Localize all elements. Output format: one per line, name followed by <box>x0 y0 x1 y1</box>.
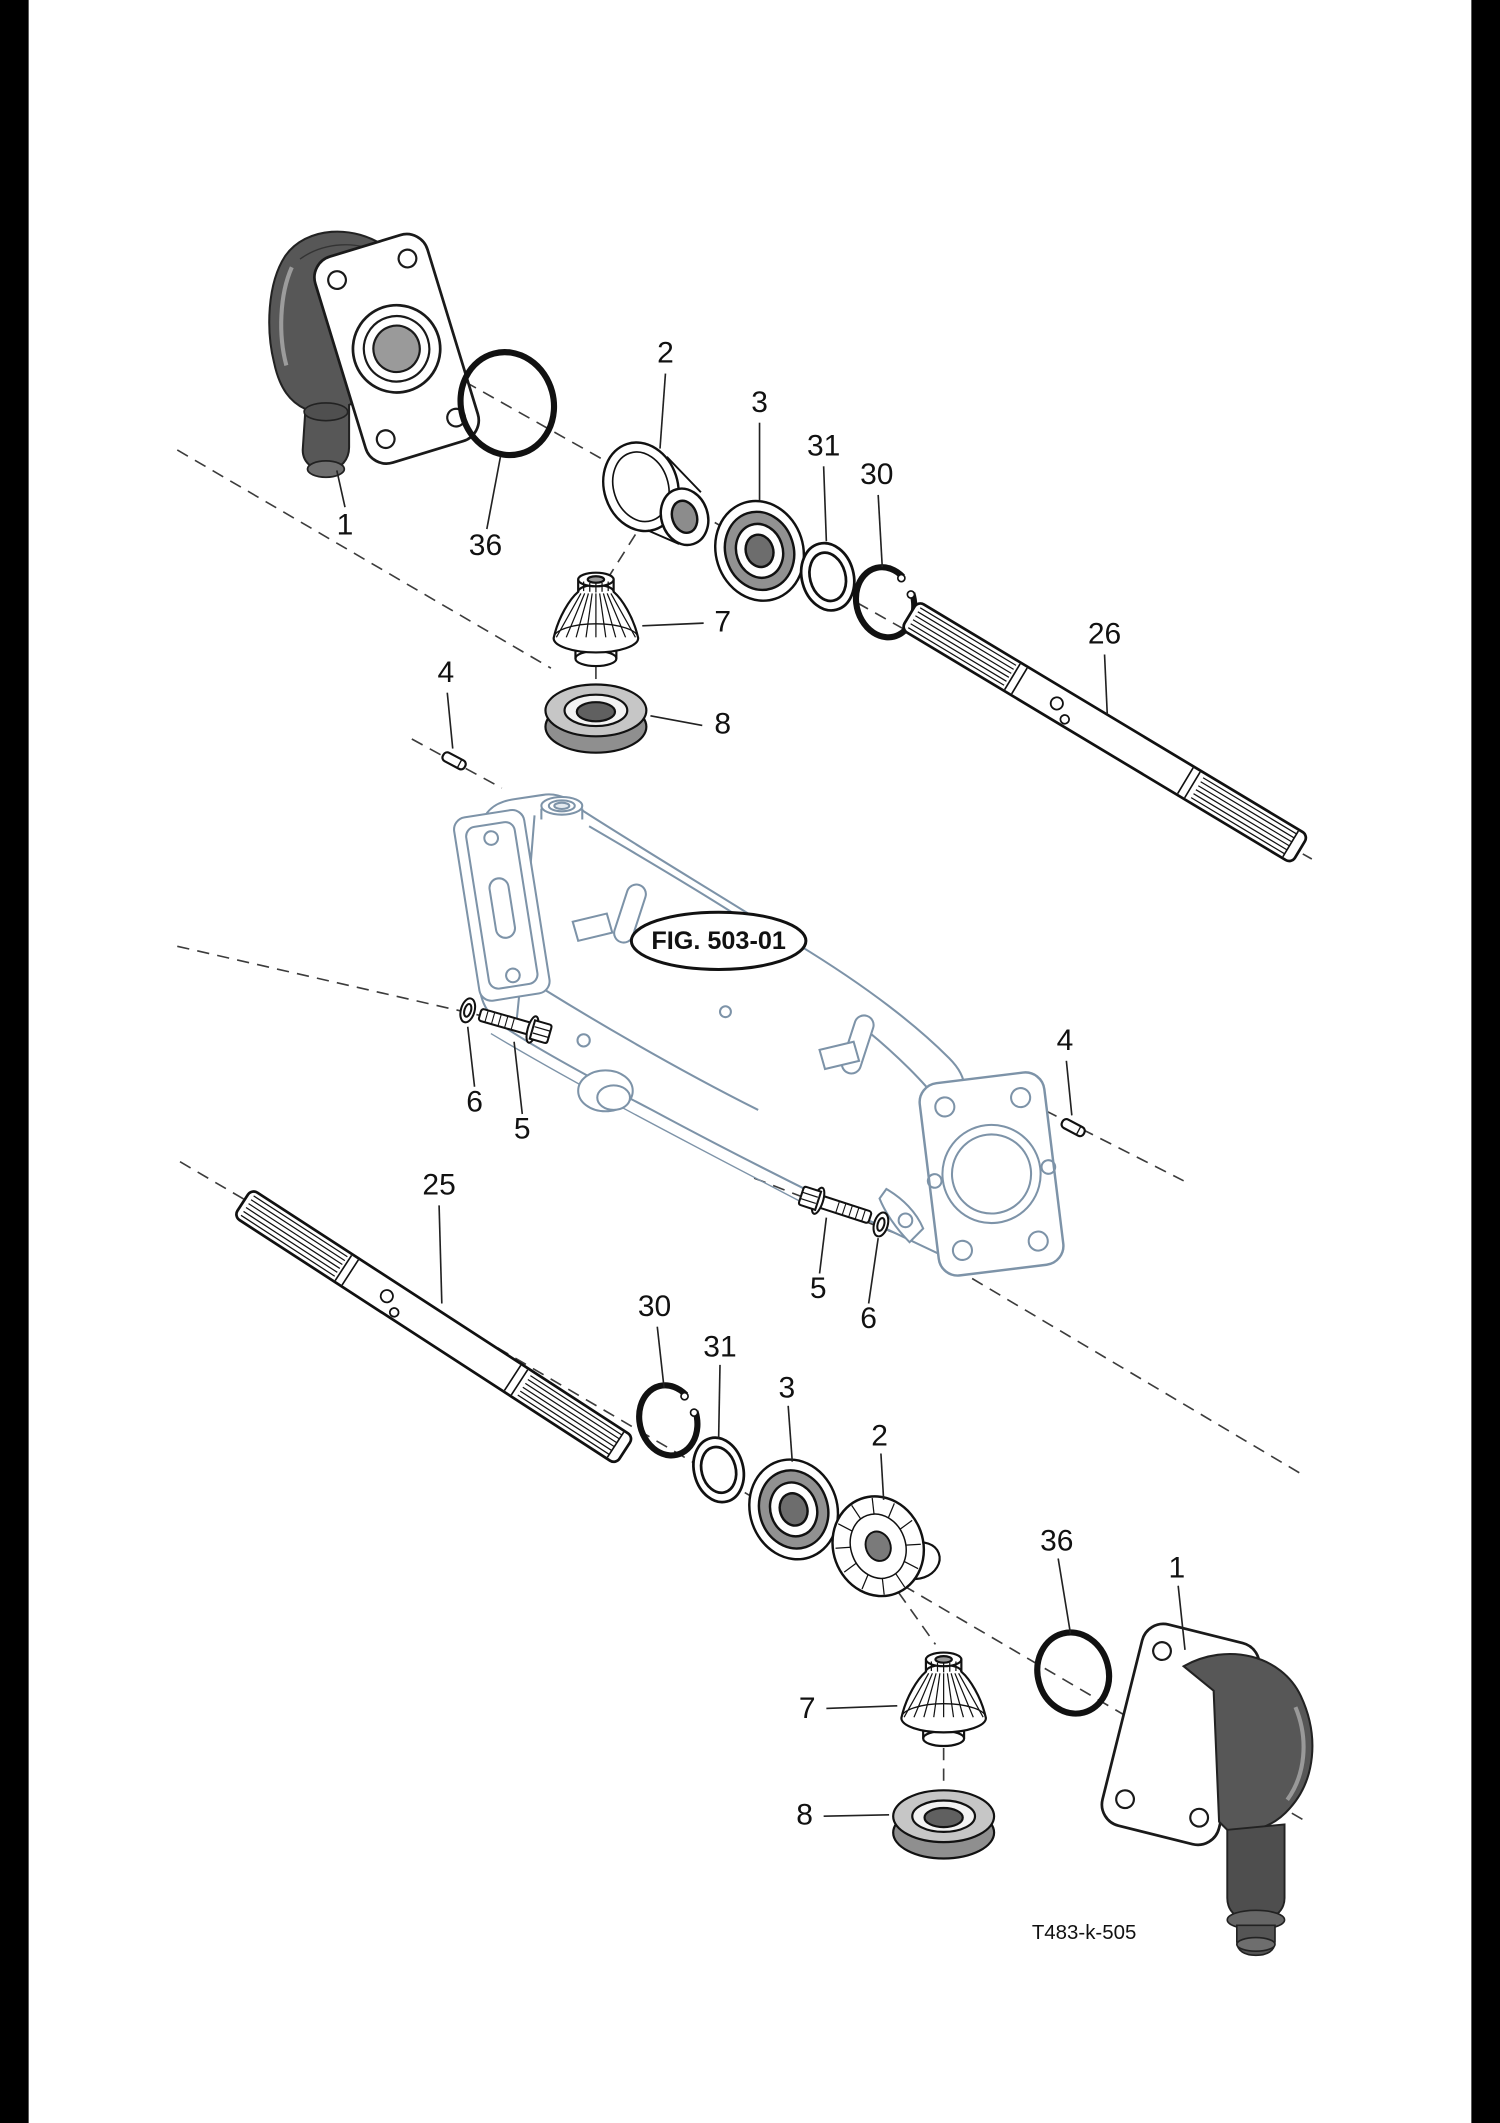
construction-line <box>954 1267 1305 1477</box>
part-dowel-pin-top <box>439 749 469 772</box>
callout-washer31-bottom: 31 <box>703 1331 736 1364</box>
housing-right-flange <box>918 1071 1065 1277</box>
callout-bevel-gear-bottom: 7 <box>799 1692 816 1725</box>
housing-bolt-hole <box>576 1033 591 1048</box>
leader-line <box>513 1041 524 1115</box>
leader-lines <box>336 373 1186 1818</box>
callout-axle-shaft-right: 26 <box>1088 618 1121 651</box>
callout-cover-top: 1 <box>337 509 354 542</box>
callout-axle-shaft-left: 25 <box>422 1168 455 1201</box>
leader-line <box>823 1814 890 1818</box>
construction-line <box>177 945 584 1040</box>
callout-gear-bearing-bottom: 8 <box>796 1798 813 1831</box>
part-snap-ring-bottom <box>636 1382 701 1459</box>
leader-line <box>486 456 502 530</box>
callout-oring-bottom: 36 <box>1040 1524 1073 1557</box>
construction-line <box>897 1592 937 1645</box>
leader-line <box>1057 1558 1072 1634</box>
part-gear-bearing-bottom <box>892 1789 996 1860</box>
drain-plug-face <box>596 1084 632 1111</box>
part-dowel-pin-right <box>1059 1116 1088 1139</box>
callout-collar-top: 2 <box>657 337 674 370</box>
part-washer31-top <box>799 541 856 612</box>
leader-line <box>1065 1060 1073 1116</box>
callout-snap-ring-top: 30 <box>860 458 893 491</box>
leader-line <box>880 1453 885 1500</box>
construction-line <box>176 449 552 669</box>
callout-dowel-pin-right: 4 <box>1057 1024 1074 1057</box>
callout-oring-top: 36 <box>469 529 502 562</box>
page-border-right <box>1471 0 1500 2123</box>
part-washer31-bottom <box>692 1436 746 1504</box>
leader-line <box>650 715 703 727</box>
part-axle-shaft-left <box>232 1187 635 1466</box>
outlet-end <box>306 459 346 479</box>
callout-bolt-bottom: 5 <box>810 1272 827 1305</box>
housing-rib <box>490 1032 819 1212</box>
callout-side-gear-bottom: 2 <box>871 1419 888 1452</box>
drawing-code: T483-k-505 <box>1032 1921 1137 1944</box>
callout-bolt-left: 5 <box>514 1113 531 1146</box>
part-oring-bottom <box>1034 1629 1113 1717</box>
leader-line <box>466 1026 476 1087</box>
cover-flange <box>313 232 481 465</box>
page-border-left <box>0 0 29 2123</box>
callout-dowel-pin-top: 4 <box>438 656 455 689</box>
leader-line <box>438 1205 443 1304</box>
leader-line <box>877 494 884 568</box>
leader-line <box>336 470 346 508</box>
part-elbow-cover-top <box>268 230 481 479</box>
casting-highlight <box>279 266 294 366</box>
callout-gear-bearing-top: 8 <box>714 708 731 741</box>
construction-line <box>179 1161 1307 1823</box>
part-oring-top <box>457 349 558 459</box>
callout-washer-left: 6 <box>466 1085 483 1118</box>
leader-line <box>656 1326 665 1389</box>
figure-title: FIG. 503-01 <box>651 927 786 955</box>
leader-line <box>1103 654 1109 715</box>
construction-line <box>608 534 637 576</box>
housing-left-flange <box>453 808 551 1002</box>
leader-line <box>822 466 828 542</box>
figure-balloon: FIG. 503-01 <box>629 910 808 971</box>
part-elbow-cover-bottom <box>1100 1622 1314 1957</box>
leader-line <box>446 692 454 749</box>
part-collar-top <box>602 441 710 547</box>
callout-bearing-bottom: 3 <box>778 1372 795 1405</box>
leader-line <box>818 1217 828 1274</box>
callout-washer-top: 31 <box>807 429 840 462</box>
part-washer-left <box>456 995 479 1026</box>
housing-boss <box>571 912 614 943</box>
outlet-shoulder <box>303 402 349 422</box>
part-bevel-gear-bottom <box>900 1651 988 1748</box>
callout-bearing-top: 3 <box>751 386 768 419</box>
housing-slot <box>613 883 647 944</box>
housing-boss <box>818 1040 861 1071</box>
housing-bolt-hole <box>897 1212 914 1229</box>
leader-line <box>642 622 704 627</box>
axle-housing <box>453 793 1065 1277</box>
leader-line <box>659 373 667 449</box>
part-side-gear-bottom <box>831 1495 941 1598</box>
part-ball-bearing-top <box>701 488 818 614</box>
leader-line <box>826 1704 898 1710</box>
callout-cover-bottom: 1 <box>1168 1552 1185 1585</box>
casting-highlight <box>1285 1706 1306 1802</box>
leader-line <box>1177 1585 1186 1650</box>
leader-line <box>717 1364 721 1439</box>
leader-line <box>867 1237 879 1304</box>
outlet-end <box>1235 1936 1276 1953</box>
leader-line <box>787 1405 794 1462</box>
housing-filler-neck <box>540 795 584 820</box>
callout-bevel-gear-top: 7 <box>714 605 731 638</box>
housing-hole <box>718 1005 732 1019</box>
callout-washer-bottom: 6 <box>860 1302 877 1335</box>
part-gear-bearing-top <box>544 683 648 754</box>
outlet-tube <box>1226 1823 1286 1923</box>
part-bevel-gear-top <box>552 571 640 668</box>
callout-labels: 1 36 2 3 31 30 7 8 4 26 6 5 4 5 6 25 30 … <box>337 337 1186 1832</box>
callout-snap-ring-bottom: 30 <box>638 1290 671 1323</box>
